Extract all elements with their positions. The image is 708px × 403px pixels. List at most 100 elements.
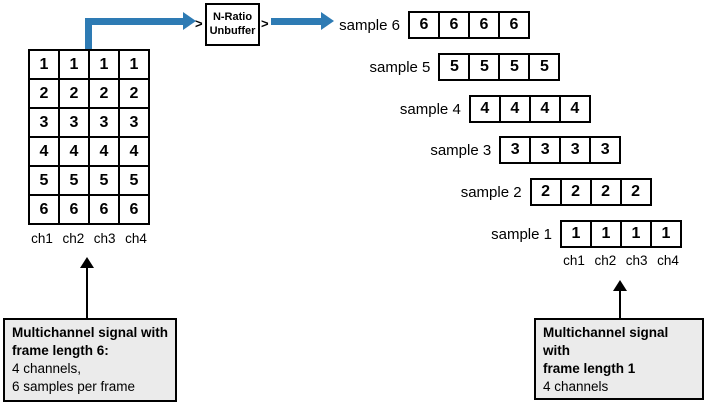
sample-cell: 4 xyxy=(558,94,591,123)
sample-cell: 1 xyxy=(590,220,622,248)
matrix-cell: 4 xyxy=(28,136,60,167)
channel-label: ch3 xyxy=(625,253,648,268)
matrix-cell: 2 xyxy=(28,78,60,109)
block-label-line2: Unbuffer xyxy=(209,24,256,37)
left-annotation-note: Multichannel signal with frame length 6: 4… xyxy=(3,318,177,402)
matrix-cell: 2 xyxy=(58,78,90,109)
sample-cell: 6 xyxy=(498,11,530,39)
matrix-cell: 5 xyxy=(58,165,90,196)
matrix-cell: 6 xyxy=(118,194,150,225)
sample-cell: 2 xyxy=(619,178,652,207)
sample-cell: 1 xyxy=(560,220,592,248)
matrix-cell: 1 xyxy=(28,49,60,80)
sample-cell: 2 xyxy=(529,178,562,207)
channel-label: ch3 xyxy=(93,231,116,246)
channel-label: ch2 xyxy=(594,253,617,268)
sample-label: sample 1 xyxy=(491,226,552,243)
matrix-cell: 4 xyxy=(58,136,90,167)
channel-label: ch2 xyxy=(62,231,85,246)
sample-label: sample 4 xyxy=(399,100,461,118)
sample-cell: 3 xyxy=(499,136,532,165)
left-channel-labels: ch1 ch2 ch3 ch4 xyxy=(27,231,151,246)
right-annotation-arrow-head xyxy=(613,280,627,291)
output-signal-arrow-head xyxy=(321,12,334,30)
channel-label: ch1 xyxy=(31,231,53,246)
matrix-cell: 1 xyxy=(58,49,90,80)
matrix-cell: 6 xyxy=(58,194,90,225)
matrix-cell: 1 xyxy=(118,49,150,80)
channel-label: ch1 xyxy=(563,253,585,268)
input-signal-arrow-horizontal xyxy=(85,18,184,25)
block-output-port-chevron: > xyxy=(261,16,269,31)
sample-cell: 4 xyxy=(528,94,561,123)
note-line-bold: Multichannel signal with xyxy=(12,325,169,340)
note-line-bold: Multichannel signal with xyxy=(543,325,669,358)
matrix-cell: 3 xyxy=(88,107,120,138)
sample-cell: 4 xyxy=(498,94,531,123)
sample-cell: 6 xyxy=(408,11,440,39)
sample-cell: 5 xyxy=(528,52,561,81)
sample-cell: 1 xyxy=(650,220,682,248)
sample-cell: 2 xyxy=(559,178,592,207)
left-annotation-arrow-head xyxy=(80,257,94,268)
sample-cell: 5 xyxy=(498,52,531,81)
sample-cell: 5 xyxy=(438,52,471,81)
sample-cell: 6 xyxy=(468,11,500,39)
note-line: 4 channels, xyxy=(12,361,82,376)
sample-label: sample 3 xyxy=(430,142,492,160)
matrix-cell: 6 xyxy=(88,194,120,225)
matrix-cell: 2 xyxy=(118,78,150,109)
note-line-bold: frame length 6: xyxy=(12,343,109,358)
note-line: 4 channels xyxy=(543,379,609,394)
sample-cell: 6 xyxy=(438,11,470,39)
output-signal-arrow xyxy=(271,18,321,25)
block-input-port-chevron: > xyxy=(195,16,203,31)
matrix-cell: 4 xyxy=(88,136,120,167)
n-ratio-unbuffer-block: N-Ratio Unbuffer xyxy=(205,3,260,46)
matrix-cell: 5 xyxy=(118,165,150,196)
matrix-cell: 3 xyxy=(58,107,90,138)
matrix-cell: 6 xyxy=(28,194,60,225)
note-line: 6 samples per frame xyxy=(12,379,136,394)
sample-cell: 3 xyxy=(559,136,592,165)
sample-cell: 1 xyxy=(620,220,652,248)
sample-label: sample 2 xyxy=(460,184,522,202)
channel-label: ch4 xyxy=(125,231,147,246)
sample-cell: 4 xyxy=(468,94,501,123)
note-line-bold: frame length 1 xyxy=(543,361,636,376)
sample-cell: 3 xyxy=(589,136,622,165)
matrix-cell: 3 xyxy=(28,107,60,138)
matrix-cell: 5 xyxy=(88,165,120,196)
sample-cell: 5 xyxy=(468,52,501,81)
sample-cell: 3 xyxy=(529,136,562,165)
sample-label: sample 6 xyxy=(339,17,400,34)
matrix-cell: 3 xyxy=(118,107,150,138)
right-annotation-note: Multichannel signal with frame length 1 4 … xyxy=(534,318,704,400)
input-signal-arrow-vertical xyxy=(85,18,92,50)
right-annotation-arrow-line xyxy=(619,290,621,318)
sample-cell: 2 xyxy=(589,178,622,207)
block-label-line1: N-Ratio xyxy=(212,11,253,24)
input-signal-arrow-head xyxy=(183,12,196,30)
matrix-cell: 1 xyxy=(88,49,120,80)
